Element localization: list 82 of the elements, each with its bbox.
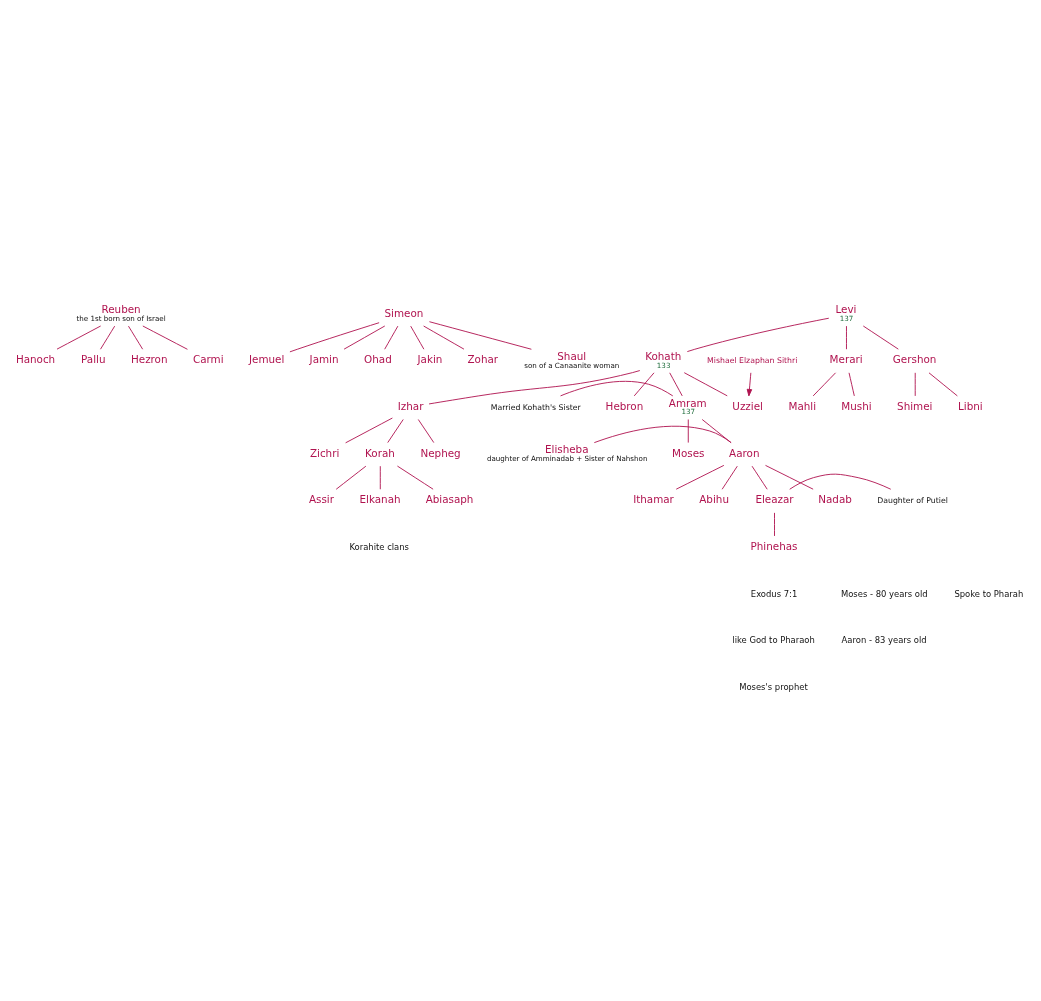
connector bbox=[751, 465, 768, 490]
node-text: Nepheg bbox=[420, 446, 461, 459]
node-text: Levi bbox=[835, 302, 857, 315]
connector bbox=[142, 325, 188, 350]
node-text: Jamin bbox=[309, 352, 339, 365]
connector bbox=[56, 325, 102, 350]
node-text: Abiasaph bbox=[425, 492, 474, 505]
node-text: Jakin bbox=[417, 352, 443, 365]
connector bbox=[345, 417, 393, 443]
node-text: Amram bbox=[668, 396, 707, 409]
node-text: Pallu bbox=[81, 352, 106, 365]
node-text: Phinehas bbox=[750, 539, 798, 552]
connector bbox=[683, 371, 728, 396]
connector bbox=[675, 464, 725, 490]
connector bbox=[128, 325, 144, 350]
node-text: Korah bbox=[365, 446, 395, 459]
connector bbox=[417, 418, 435, 443]
node-text: Elisheba bbox=[544, 442, 589, 455]
node-text: Hezron bbox=[130, 352, 168, 365]
connector bbox=[633, 371, 655, 396]
label: Moses's prophet bbox=[739, 681, 808, 692]
node-text: Ohad bbox=[364, 352, 392, 365]
node-text: Jemuel bbox=[248, 352, 285, 365]
node-text: Reuben bbox=[101, 302, 141, 315]
connector bbox=[862, 325, 899, 350]
connector bbox=[687, 418, 689, 443]
connector bbox=[765, 464, 814, 490]
node-text: Carmi bbox=[192, 352, 224, 365]
connector bbox=[343, 325, 386, 350]
node-text: Hanoch bbox=[15, 352, 56, 365]
connector bbox=[428, 320, 532, 350]
connector bbox=[560, 380, 674, 396]
connector bbox=[686, 317, 830, 352]
label: Aaron - 83 years old bbox=[841, 634, 927, 645]
arrow bbox=[746, 371, 753, 396]
label: Exodus 7:1 bbox=[750, 588, 798, 599]
connector bbox=[384, 325, 399, 350]
node-text: Mahli bbox=[788, 399, 817, 412]
node-text: Gershon bbox=[892, 352, 937, 365]
node-text: Shimei bbox=[897, 399, 933, 412]
connector bbox=[812, 371, 837, 396]
connector bbox=[914, 371, 916, 396]
node-text: Merari bbox=[829, 352, 863, 365]
connector bbox=[593, 425, 732, 443]
connector bbox=[396, 465, 434, 490]
node-text: Ithamar bbox=[633, 492, 674, 505]
connector bbox=[289, 321, 380, 352]
label: Moses - 80 years old bbox=[840, 588, 928, 599]
node-text: Elkanah bbox=[359, 492, 401, 505]
node-text: Mushi bbox=[841, 399, 872, 412]
connector bbox=[423, 325, 465, 350]
label: Spoke to Pharah bbox=[954, 588, 1024, 599]
node-text: Izhar bbox=[397, 399, 424, 412]
node-text: Abihu bbox=[699, 492, 729, 505]
node-text: Hebron bbox=[605, 399, 644, 412]
connector bbox=[335, 465, 367, 490]
node-text: Moses bbox=[672, 446, 705, 459]
connector bbox=[789, 473, 892, 490]
connector bbox=[846, 325, 847, 350]
node-text: Assir bbox=[308, 492, 334, 505]
connector bbox=[379, 465, 381, 490]
connector bbox=[774, 511, 775, 536]
node-text: Eleazar bbox=[755, 492, 794, 505]
node-text: Zichri bbox=[309, 446, 340, 459]
connector bbox=[100, 325, 116, 350]
node-text: Shaul bbox=[557, 349, 587, 362]
node-text: Simeon bbox=[384, 306, 424, 319]
node-text: Libni bbox=[958, 399, 983, 412]
label: like God to Pharaoh bbox=[732, 634, 815, 645]
node-text: Uzziel bbox=[732, 399, 763, 412]
label: Korahite clans bbox=[349, 541, 409, 552]
node-text: Aaron bbox=[729, 446, 760, 459]
node-text: Nadab bbox=[818, 492, 852, 505]
connector bbox=[428, 369, 641, 404]
connector bbox=[721, 465, 738, 490]
connector bbox=[387, 418, 404, 443]
node-text: Kohath bbox=[645, 349, 682, 362]
connector bbox=[848, 371, 855, 396]
connector bbox=[669, 371, 683, 396]
connector bbox=[410, 325, 425, 350]
node-text: Zohar bbox=[467, 352, 499, 365]
connector bbox=[928, 371, 958, 396]
